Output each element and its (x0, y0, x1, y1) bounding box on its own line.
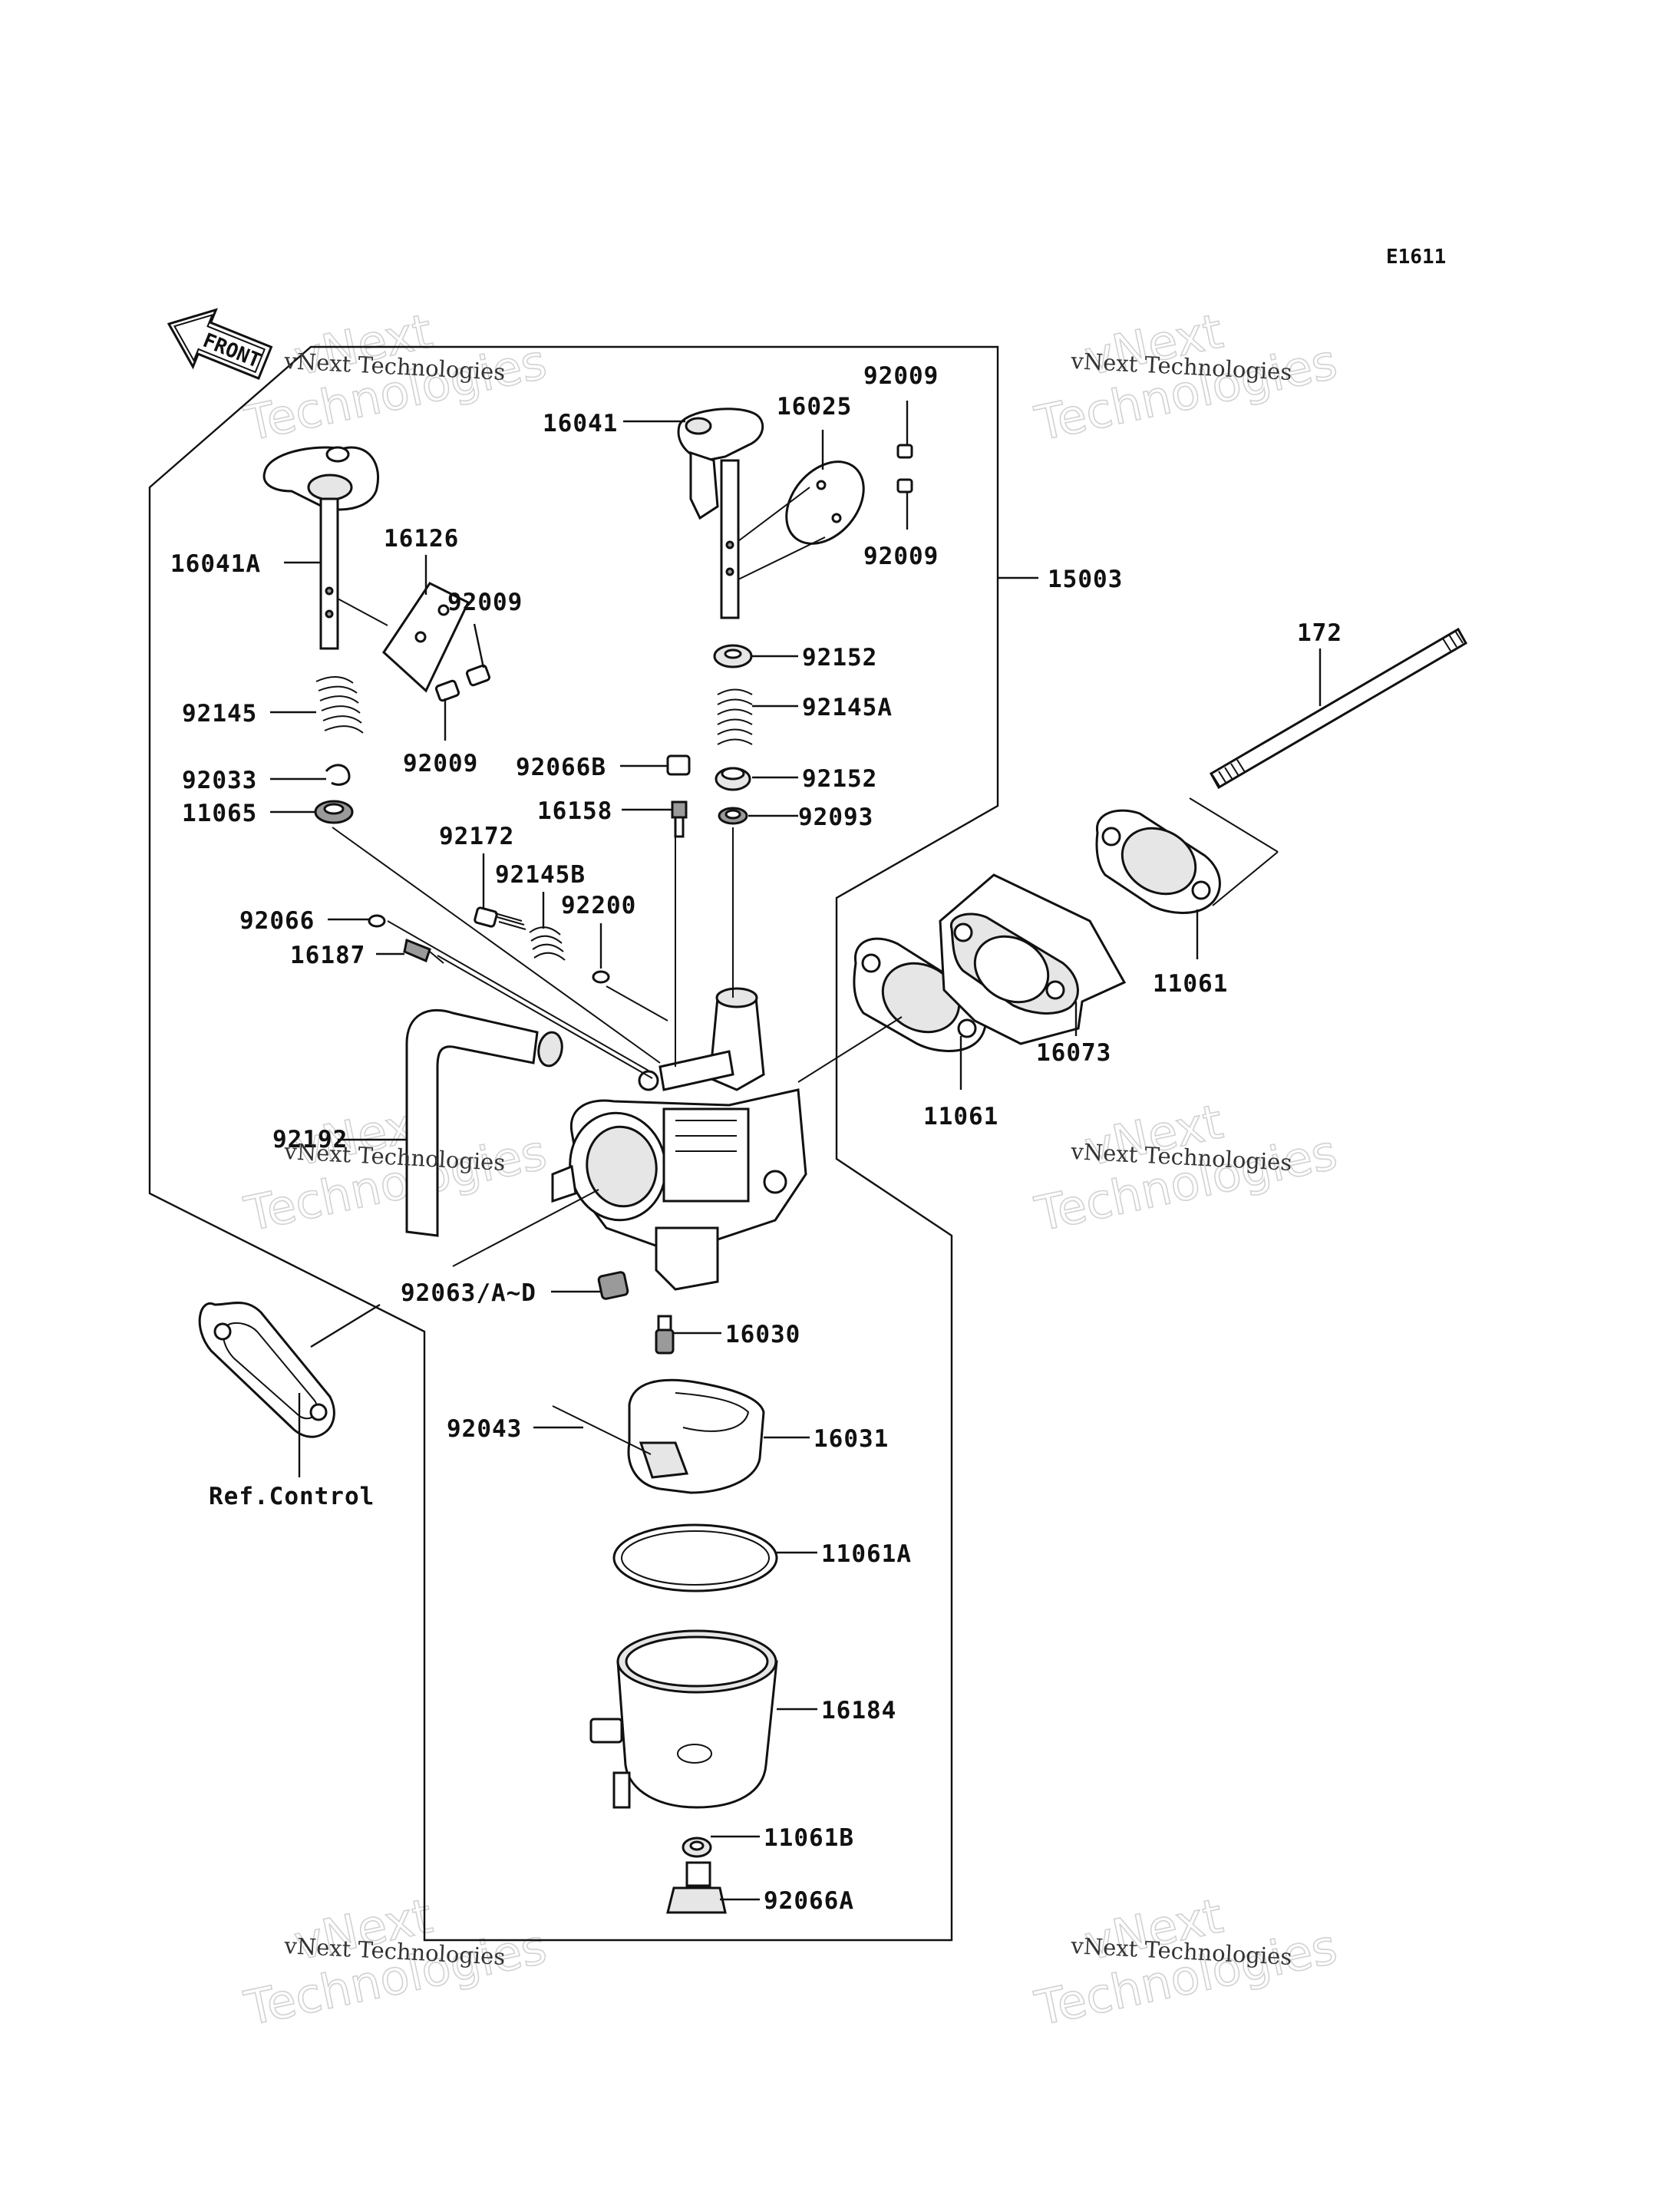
part-label: 92009 (863, 362, 939, 390)
screw-92009-upper (896, 444, 913, 493)
washer-92152-top (713, 644, 753, 668)
pilot-screw-16187 (403, 938, 444, 964)
part-label: 16041 (543, 410, 618, 437)
o-ring-92066 (368, 914, 386, 928)
part-label: 92043 (447, 1415, 522, 1443)
part-label: 16041A (170, 550, 261, 578)
part-label: 92066A (764, 1887, 854, 1915)
part-label: 172 (1297, 619, 1342, 647)
spring-92145b (529, 926, 566, 961)
screw-92009 (434, 664, 491, 702)
washer-92152-bottom (715, 767, 751, 791)
gasket-11061-front (853, 937, 987, 1052)
o-ring-11061a (612, 1523, 778, 1592)
part-label: 16184 (821, 1697, 896, 1724)
part-label: 92033 (182, 767, 257, 794)
assembly-guides (332, 827, 734, 1267)
part-label: 92192 (272, 1126, 348, 1153)
choke-shaft-16041a (262, 446, 380, 650)
part-label: 16158 (537, 797, 612, 825)
assembly-boundary (148, 345, 999, 1942)
seal-11065 (314, 800, 354, 824)
part-label: 92172 (439, 823, 514, 850)
part-label: 92009 (863, 543, 939, 570)
float-16031 (627, 1378, 765, 1494)
part-label: 11061A (821, 1540, 912, 1568)
part-label: 92093 (798, 804, 873, 831)
screw-92172 (474, 906, 526, 930)
front-arrow-icon: FRONT (167, 308, 273, 381)
part-label: 11061 (1153, 970, 1228, 998)
part-label: 16126 (384, 525, 459, 553)
part-label: 11065 (182, 800, 257, 827)
part-label: 92200 (561, 892, 636, 919)
drain-screw-92063 (597, 1271, 629, 1300)
part-label: 92145 (182, 700, 257, 728)
part-label: 16025 (777, 393, 852, 421)
part-label: 11061 (923, 1103, 998, 1130)
float-pin-92043 (552, 1405, 652, 1455)
part-label: 15003 (1048, 566, 1123, 593)
intake-axis-line (797, 1016, 903, 1083)
ref-control-gasket (198, 1302, 335, 1438)
gasket-11061-rear (1095, 809, 1221, 914)
part-label: 92066 (239, 907, 315, 935)
diagram-code: E1611 (1386, 246, 1446, 269)
drain-bolt-92066a (666, 1861, 727, 1914)
part-label: 92152 (802, 644, 877, 672)
clip-92033 (325, 764, 351, 786)
spring-92145a (717, 688, 753, 745)
stud-axis-line-2 (1212, 851, 1279, 906)
part-label: 92009 (403, 750, 478, 777)
part-label: 16031 (814, 1425, 889, 1453)
o-ring-92200 (592, 970, 610, 984)
ref-control-label: Ref.Control (209, 1483, 375, 1510)
hose-92192 (405, 1008, 563, 1237)
stud-axis-line (1189, 797, 1279, 853)
spring-92145 (315, 676, 364, 734)
part-label: 92009 (447, 589, 523, 616)
seal-92093 (718, 807, 748, 825)
leader-ref-control-2 (310, 1303, 381, 1348)
choke-plate-16126 (337, 582, 470, 693)
part-label: 92145A (802, 694, 893, 721)
part-label: 16187 (290, 942, 365, 969)
part-label: 16030 (725, 1321, 800, 1348)
insulator-16073 (939, 873, 1127, 1045)
part-label: 16073 (1036, 1039, 1111, 1067)
carburetor-body (551, 987, 807, 1291)
throttle-plate-16025 (738, 460, 865, 580)
washer-11061b (682, 1837, 712, 1858)
main-jet-16030 (655, 1315, 675, 1355)
leader-lines (270, 401, 1322, 1901)
part-label: 92145B (495, 861, 586, 889)
screw-92066b (666, 754, 691, 776)
float-bowl-16184 (589, 1629, 778, 1809)
part-label: 92152 (802, 765, 877, 793)
part-label: 92063/A~D (401, 1279, 536, 1307)
stud-172 (1209, 627, 1468, 790)
part-label: 11061B (764, 1824, 854, 1852)
part-label: 92066B (516, 754, 606, 781)
part-labels: 15003 16041 16025 92009 92009 16041A 161… (170, 362, 1342, 1915)
jet-16158 (671, 800, 688, 838)
throttle-shaft-16041 (677, 408, 764, 619)
